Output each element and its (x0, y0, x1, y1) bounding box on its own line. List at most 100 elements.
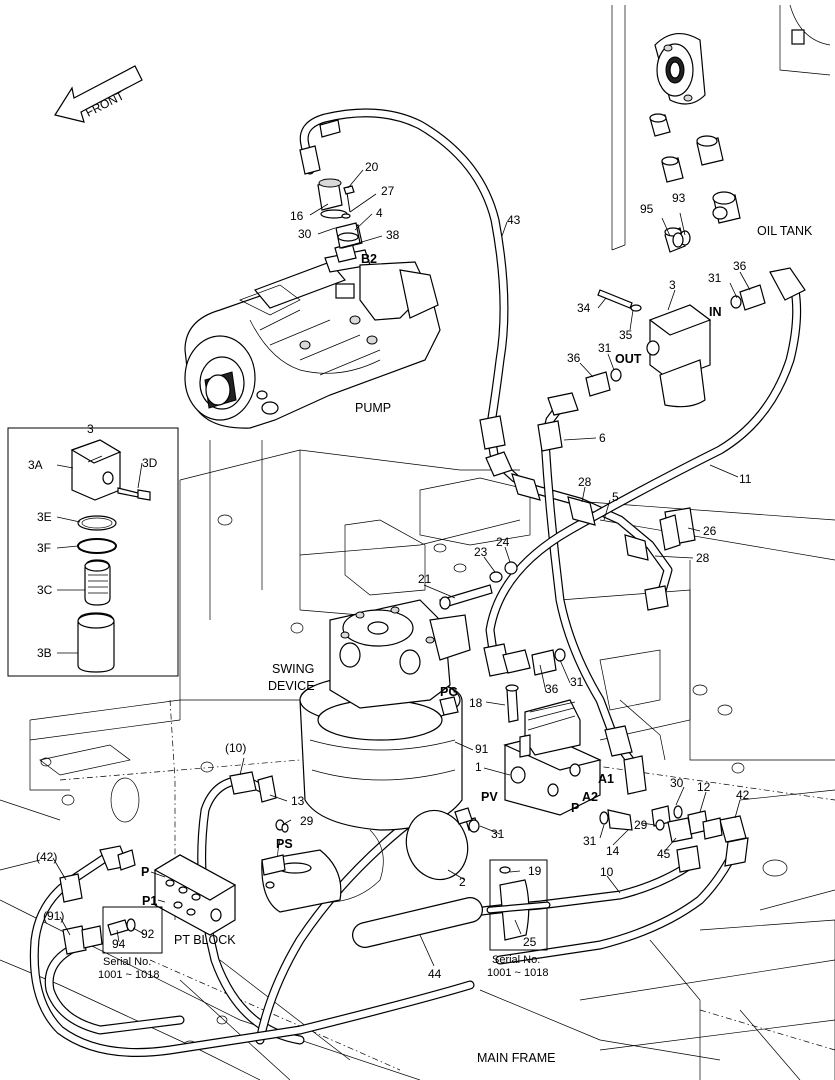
callout-5: 5 (612, 490, 619, 504)
front-direction-arrow: FRONT (54, 65, 143, 123)
callout-38: 38 (386, 228, 400, 242)
callout-34: 34 (577, 301, 591, 315)
pump-label: PUMP (355, 401, 391, 415)
control-valve-block (465, 684, 723, 843)
serial-right-label-19: 19 (528, 864, 542, 878)
port-b2-label: B2 (361, 252, 377, 266)
filter-assembly (585, 284, 766, 408)
serial-box-left-text: 94 92 Serial No. 1001 ~ 1018 (98, 927, 159, 981)
serial-right-caption-1: Serial No. (492, 954, 540, 966)
inset-label-3c: 3C (37, 583, 53, 597)
callout-91-paren: (91) (43, 909, 64, 923)
port-a1-label: A1 (598, 772, 614, 786)
area-labels: OIL TANK PUMP SWING DEVICE PT BLOCK MAIN… (174, 224, 813, 1065)
inset-label-3d: 3D (142, 456, 158, 470)
serial-box-right-text: 19 25 Serial No. 1001 ~ 1018 (487, 864, 548, 979)
callout-2: 2 (459, 875, 466, 889)
callout-36-in: 36 (733, 259, 747, 273)
port-labels: B2 IN OUT PG PV A1 A2 P PS P P1 (141, 252, 722, 908)
callout-16: 16 (290, 209, 304, 223)
inset-label-3e: 3E (37, 510, 52, 524)
pt-block (117, 819, 289, 936)
callout-31-a2: 31 (583, 834, 597, 848)
callout-21: 21 (418, 572, 432, 586)
swing-device-label-line1: SWING (272, 662, 314, 676)
callout-23: 23 (474, 545, 488, 559)
callout-43: 43 (507, 213, 521, 227)
serial-left-caption-1: Serial No. (103, 956, 151, 968)
hose-fittings (59, 119, 806, 955)
callout-30-valve: 30 (670, 776, 684, 790)
serial-left-label-92: 92 (141, 927, 155, 941)
port-pv-label: PV (481, 790, 498, 804)
callout-35: 35 (619, 328, 633, 342)
leader-lines (52, 169, 751, 967)
callout-numbers: 20 27 16 4 30 38 43 95 93 3 31 36 34 35 … (36, 160, 752, 981)
callout-31-swing: 31 (570, 675, 584, 689)
callout-13: 13 (291, 794, 305, 808)
callout-36-swing: 36 (545, 682, 559, 696)
serial-right-label-25: 25 (523, 935, 537, 949)
callout-93: 93 (672, 191, 686, 205)
callout-3-filter: 3 (669, 278, 676, 292)
port-a2-label: A2 (582, 790, 598, 804)
oil-tank-components (649, 33, 741, 253)
inset-label-3f: 3F (37, 541, 51, 555)
callout-4: 4 (376, 206, 383, 220)
callout-95: 95 (640, 202, 654, 216)
port-p1-label: P1 (142, 894, 157, 908)
port-in-label: IN (709, 305, 722, 319)
port-out-label: OUT (615, 352, 642, 366)
inset-title: 3 (87, 422, 94, 436)
port-ps-label: PS (276, 837, 293, 851)
oil-tank-label: OIL TANK (757, 224, 813, 238)
main-frame-structure (0, 4, 835, 1080)
callout-28-lower: 28 (696, 551, 710, 565)
callout-30-pump: 30 (298, 227, 312, 241)
callout-42: 42 (736, 788, 750, 802)
serial-right-caption-2: 1001 ~ 1018 (487, 967, 548, 979)
callout-36-out: 36 (567, 351, 581, 365)
callout-31-in: 31 (708, 271, 722, 285)
callout-31-out: 31 (598, 341, 612, 355)
swing-device-label-line2: DEVICE (268, 679, 315, 693)
callout-42-paren: (42) (36, 850, 57, 864)
port-pg-label: PG (440, 685, 458, 699)
port-p-block-label: P (141, 865, 149, 879)
main-frame-label: MAIN FRAME (477, 1051, 555, 1065)
port-p-valve-label: P (571, 801, 579, 815)
callout-28-upper: 28 (578, 475, 592, 489)
serial-left-label-94: 94 (112, 937, 126, 951)
hoses (29, 108, 802, 1057)
clamp-and-bolts (439, 507, 696, 676)
serial-box-right (486, 859, 551, 951)
pump-assembly (184, 224, 441, 429)
callout-26: 26 (703, 524, 717, 538)
pump-b2-fittings (317, 178, 361, 249)
callout-24: 24 (496, 535, 510, 549)
inset-label-3b: 3B (37, 646, 52, 660)
callout-20: 20 (365, 160, 379, 174)
accumulator (405, 807, 473, 881)
callout-27: 27 (381, 184, 395, 198)
callout-10: 10 (600, 865, 614, 879)
pt-block-label: PT BLOCK (174, 933, 236, 947)
inset-label-3a: 3A (28, 458, 43, 472)
inset-labels: 3 3A 3D 3E 3F 3C 3B (28, 422, 158, 660)
callout-12: 12 (697, 780, 711, 794)
callout-29-valve: 29 (634, 818, 648, 832)
callout-31-pv: 31 (491, 827, 505, 841)
callout-45: 45 (657, 847, 671, 861)
callout-1: 1 (475, 760, 482, 774)
swing-device (261, 599, 471, 913)
serial-left-caption-2: 1001 ~ 1018 (98, 969, 159, 981)
callout-44: 44 (428, 967, 442, 981)
callout-29-swing: 29 (300, 814, 314, 828)
callout-11: 11 (739, 472, 752, 486)
callout-10-paren: (10) (225, 741, 246, 755)
callout-18: 18 (469, 696, 483, 710)
inset-filter-components (7, 427, 179, 677)
callout-91: 91 (475, 742, 489, 756)
callout-6: 6 (599, 431, 606, 445)
